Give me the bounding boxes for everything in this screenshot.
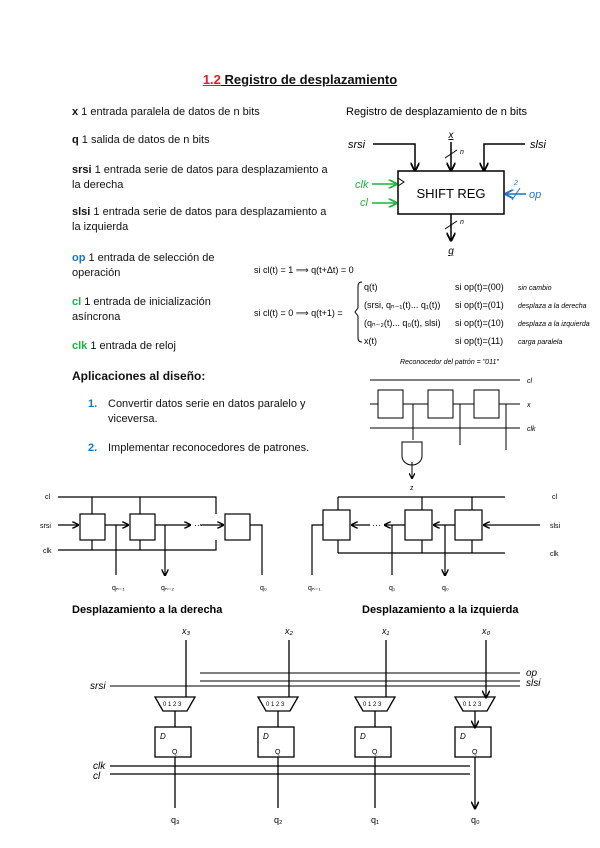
- u-clk: clk: [93, 761, 106, 772]
- shift-reg-block-diagram: Registro de desplazamiento de n bits SHI…: [346, 106, 546, 257]
- n-label-out: n: [460, 219, 464, 226]
- right-shift-diagram: ··· cl srsi clk qₙ₋₁ qₙ₋₂ q₀: [40, 494, 267, 592]
- pattern-x: x: [526, 402, 531, 409]
- case-expr: (qₙ₋₂(t)... q₀(t), slsi): [364, 318, 441, 328]
- u-input: x₃: [181, 626, 191, 636]
- pattern-clk: clk: [527, 426, 536, 433]
- u-srsi: srsi: [90, 681, 106, 692]
- def-q: q 1 salida de datos de n bits: [72, 134, 210, 146]
- op-width-label: 2: [513, 180, 518, 187]
- case-expr: q(t): [364, 282, 378, 292]
- q-label: q: [448, 246, 454, 257]
- app-num-1: 1.: [88, 398, 98, 410]
- def-clk: clk 1 entrada de reloj: [72, 340, 176, 352]
- ff-q: Q: [172, 749, 178, 756]
- srsi-label: srsi: [348, 139, 366, 151]
- ff-d: D: [360, 732, 366, 741]
- app-item-2: Implementar reconocedores de patrones.: [108, 442, 310, 454]
- rs-out: q₀: [260, 585, 267, 592]
- case-note: desplaza a la izquierda: [518, 321, 590, 328]
- mux-label: 0 1 2 3: [163, 702, 182, 708]
- u-slsi: slsi: [526, 678, 541, 689]
- case-cond: si op(t)=(11): [455, 336, 503, 346]
- ff-d: D: [263, 732, 269, 741]
- eq-line1: si cl(t) = 1 ⟹ q(t+Δt) = 0: [254, 265, 354, 275]
- def-op: op 1 entrada de selección de operación: [72, 252, 215, 279]
- ls-slsi: slsi: [550, 523, 561, 530]
- x-label: x: [448, 130, 455, 141]
- u-cl: cl: [93, 771, 101, 782]
- equations: si cl(t) = 1 ⟹ q(t+Δt) = 0 si cl(t) = 0 …: [254, 265, 590, 346]
- def-cl: cl 1 entrada de inicialización asíncrona: [72, 296, 211, 323]
- rs-srsi: srsi: [40, 523, 51, 530]
- svg-text:···: ···: [194, 520, 203, 530]
- u-input: x₂: [284, 626, 294, 636]
- clk-label: clk: [355, 179, 369, 191]
- eq-line2-lhs: si cl(t) = 0 ⟹ q(t+1) =: [254, 308, 343, 318]
- u-output: q₃: [171, 815, 180, 825]
- rs-out: qₙ₋₁: [112, 585, 125, 592]
- ls-clk: clk: [550, 551, 559, 558]
- ff-d: D: [160, 732, 166, 741]
- clock-triangle: [397, 177, 405, 187]
- def-srsi: srsi 1 entrada serie de datos para despl…: [72, 164, 328, 191]
- op-label: op: [529, 189, 541, 201]
- case-cond: si op(t)=(10): [455, 318, 504, 328]
- cl-label: cl: [360, 197, 369, 209]
- mux-label: 0 1 2 3: [266, 702, 285, 708]
- ls-cl: cl: [552, 494, 558, 501]
- u-input: x₀: [481, 626, 491, 636]
- ff-q: Q: [472, 749, 478, 756]
- svg-text:···: ···: [372, 520, 381, 530]
- u-output: q₁: [371, 815, 379, 825]
- universal-shift-register-diagram: x₃ x₂ x₁ x₀ q₃ q₂ q₁ q₀ srsi op slsi clk…: [90, 626, 541, 825]
- pattern-recognizer-diagram: Reconocedor del patrón = "011" cl x clk …: [370, 359, 536, 492]
- right-shift-caption: Desplazamiento a la derecha: [72, 604, 223, 616]
- mux-label: 0 1 2 3: [363, 702, 382, 708]
- u-output: q₀: [471, 815, 480, 825]
- pattern-cl: cl: [527, 378, 533, 385]
- ls-out: q₁: [389, 585, 396, 592]
- u-output: q₂: [274, 815, 283, 825]
- rs-clk: clk: [43, 548, 52, 555]
- case-expr: x(t): [364, 336, 377, 346]
- ff-q: Q: [372, 749, 378, 756]
- n-label-in: n: [460, 149, 464, 156]
- mux-label: 0 1 2 3: [463, 702, 482, 708]
- pattern-caption: Reconocedor del patrón = "011": [400, 359, 499, 366]
- slsi-label: slsi: [530, 139, 546, 151]
- def-slsi: slsi 1 entrada serie de datos para despl…: [72, 206, 327, 233]
- case-cond: si op(t)=(00): [455, 282, 504, 292]
- applications-heading: Aplicaciones al diseño:: [72, 369, 206, 383]
- left-shift-caption: Desplazamiento a la izquierda: [362, 604, 519, 616]
- def-x: x 1 entrada paralela de datos de n bits: [72, 106, 260, 118]
- left-shift-diagram: ··· cl slsi clk qₙ₋₁ q₁ q₀: [308, 494, 561, 592]
- ff-d: D: [460, 732, 466, 741]
- u-input: x₁: [381, 626, 390, 636]
- block-caption: Registro de desplazamiento de n bits: [346, 106, 527, 118]
- ls-out: qₙ₋₁: [308, 585, 321, 592]
- ff-q: Q: [275, 749, 281, 756]
- u-op: op: [526, 668, 538, 679]
- case-note: sin cambio: [518, 285, 552, 292]
- case-note: desplaza a la derecha: [518, 303, 587, 310]
- case-note: carga paralela: [518, 339, 562, 346]
- page-title: 1.2 Registro de desplazamiento: [202, 72, 398, 87]
- case-cond: si op(t)=(01): [455, 300, 504, 310]
- rs-cl: cl: [45, 494, 51, 501]
- pattern-z: z: [410, 485, 414, 492]
- ls-out: q₀: [442, 585, 449, 592]
- app-num-2: 2.: [88, 442, 98, 454]
- box-label: SHIFT REG: [416, 186, 485, 201]
- case-expr: (srsi, qₙ₋₁(t)... q₁(t)): [364, 300, 440, 310]
- rs-out: qₙ₋₂: [161, 585, 174, 592]
- app-item-1: Convertir datos serie en datos paralelo …: [108, 398, 306, 425]
